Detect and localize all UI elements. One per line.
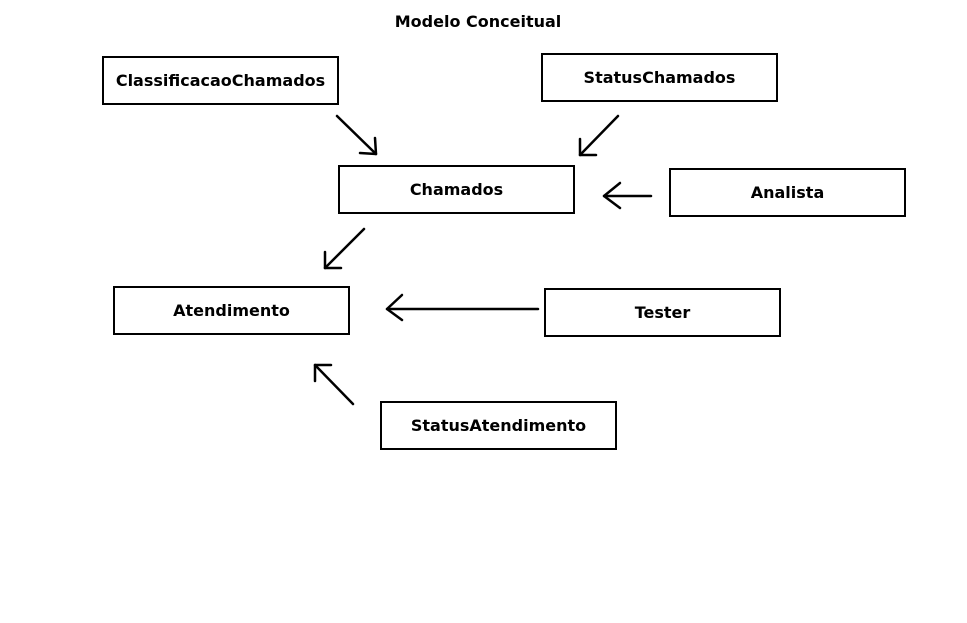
entity-label: StatusChamados xyxy=(583,68,736,87)
entity-status-atendimento[interactable]: StatusAtendimento xyxy=(380,401,617,450)
entity-analista[interactable]: Analista xyxy=(669,168,906,217)
diagram-title: Modelo Conceitual xyxy=(394,12,562,31)
arrow-statusatendimento-to-atendimento xyxy=(313,363,355,406)
entity-atendimento[interactable]: Atendimento xyxy=(113,286,350,335)
arrow-tester-to-atendimento xyxy=(385,293,540,322)
arrow-classificacao-to-chamados xyxy=(335,114,378,156)
arrow-chamados-to-atendimento xyxy=(323,227,366,270)
entity-status-chamados[interactable]: StatusChamados xyxy=(541,53,778,102)
entity-label: Analista xyxy=(750,183,825,202)
entity-label: StatusAtendimento xyxy=(410,416,587,435)
entity-chamados[interactable]: Chamados xyxy=(338,165,575,214)
entity-label: Tester xyxy=(634,303,691,322)
entity-tester[interactable]: Tester xyxy=(544,288,781,337)
arrow-status-to-chamados xyxy=(578,114,620,157)
arrow-analista-to-chamados xyxy=(602,181,653,210)
entity-label: ClassificacaoChamados xyxy=(115,71,326,90)
entity-label: Atendimento xyxy=(173,301,290,320)
entity-classificacao-chamados[interactable]: ClassificacaoChamados xyxy=(102,56,339,105)
entity-label: Chamados xyxy=(409,180,504,199)
